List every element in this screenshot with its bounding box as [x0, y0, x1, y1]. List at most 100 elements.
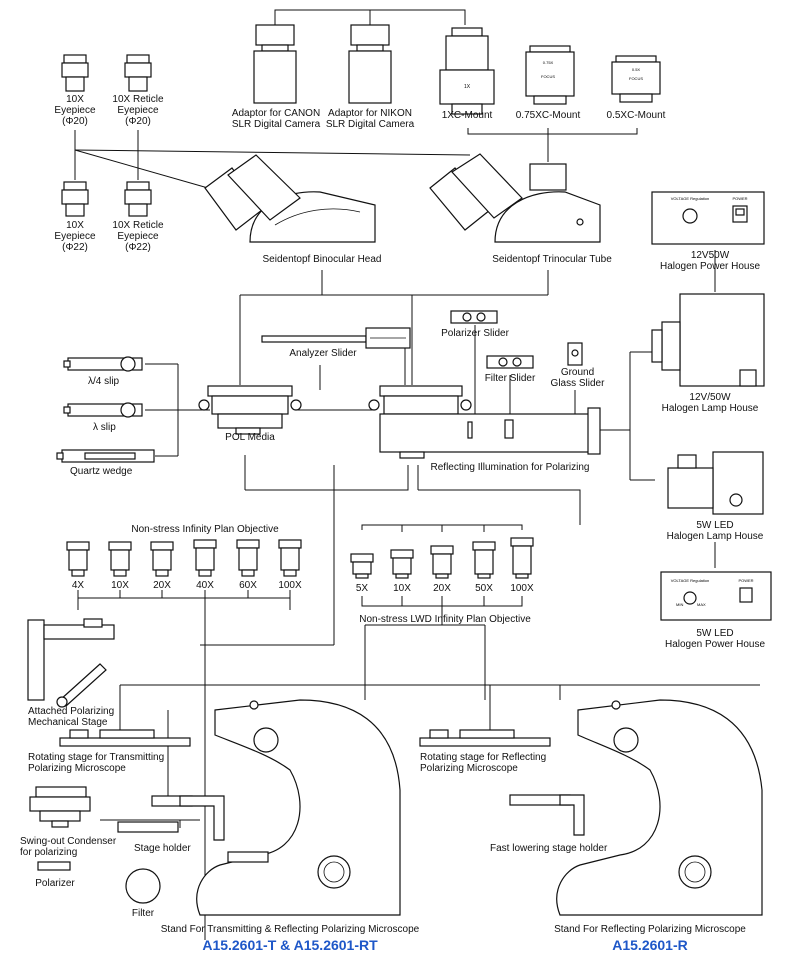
label-lwd-100x: 100X	[510, 583, 534, 594]
mount-075x-focus-marking: FOCUS	[541, 74, 555, 79]
label-attached-stage: Attached Polarizing Mechanical Stage	[28, 706, 115, 728]
min-marking-5w: MIN	[676, 602, 683, 607]
label-adaptor-canon: Adaptor for CANON SLR Digital Camera	[231, 108, 321, 130]
label-mount-075x: 0.75XC-Mount	[515, 110, 581, 121]
attached-mechanical-stage[interactable]	[27, 618, 115, 708]
plan-objectives	[66, 539, 302, 577]
label-stand-trans-refl: Stand For Transmitting & Reflecting Pola…	[160, 924, 420, 935]
objective-40x[interactable]	[193, 539, 217, 577]
lwd-objective-20x[interactable]	[430, 545, 454, 579]
nikon-adaptor[interactable]	[348, 24, 392, 104]
mount-05x[interactable]: 0.5X FOCUS	[611, 55, 661, 103]
label-adaptor-nikon: Adaptor for NIKON SLR Digital Camera	[325, 108, 415, 130]
label-plan-20x: 20X	[153, 580, 171, 591]
objective-60x[interactable]	[236, 539, 260, 577]
label-mount-05x: 0.5XC-Mount	[606, 110, 666, 121]
label-mount-1x: 1XC-Mount	[441, 110, 493, 121]
mount-05x-marking: 0.5X	[632, 67, 641, 72]
led-power-house-5w[interactable]: VOLTAGE Regulation POWER MIN MAX	[660, 571, 772, 621]
eyepiece-10x-20[interactable]	[61, 54, 89, 92]
analyzer-slider[interactable]	[261, 327, 411, 349]
polarizer-part[interactable]	[37, 861, 71, 871]
label-plan-10x: 10X	[111, 580, 129, 591]
quartz-wedge[interactable]	[56, 449, 155, 463]
led-lamp-house-5w[interactable]	[667, 451, 764, 515]
label-lambda-slip: λ slip	[93, 422, 116, 433]
label-lwd-objective-title: Non-stress LWD Infinity Plan Objective	[359, 614, 531, 625]
quarter-lambda-slip[interactable]	[63, 356, 143, 372]
reticle-eyepiece-10x-22[interactable]	[124, 181, 152, 217]
label-fast-lowering-holder: Fast lowering stage holder	[490, 843, 608, 854]
stage-holder[interactable]	[117, 795, 225, 841]
lambda-slip[interactable]	[63, 402, 143, 418]
lamp-house-12v50w[interactable]	[651, 293, 765, 387]
objective-10x[interactable]	[108, 541, 132, 577]
max-marking-5w: MAX	[697, 602, 706, 607]
filter-slider[interactable]	[486, 355, 534, 369]
label-reticle-10x-22: 10X Reticle Eyepiece (Φ22)	[112, 220, 164, 253]
canon-adaptor[interactable]	[253, 24, 297, 104]
binocular-head[interactable]	[204, 154, 376, 243]
reflecting-illumination[interactable]	[368, 385, 601, 459]
eyepiece-10x-22[interactable]	[61, 181, 89, 217]
rotating-stage-reflecting[interactable]	[419, 729, 551, 747]
label-binocular-head: Seidentopf Binocular Head	[262, 254, 382, 265]
label-led-lamp-5w: 5W LED Halogen Lamp House	[666, 520, 764, 542]
filter-part[interactable]	[125, 868, 161, 904]
voltage-marking-5w: VOLTAGE Regulation	[671, 578, 710, 583]
label-pol-media: POL Media	[225, 432, 275, 443]
fast-lowering-holder[interactable]	[509, 794, 585, 836]
voltage-marking-12v: VOLTAGE Regulation	[671, 196, 710, 201]
rotating-stage-transmitting[interactable]	[59, 729, 191, 747]
stand-reflecting[interactable]	[556, 699, 763, 916]
label-stand-refl: Stand For Reflecting Polarizing Microsco…	[554, 924, 746, 935]
label-plan-100x: 100X	[278, 580, 302, 591]
label-eyepiece-10x-22: 10X Eyepiece (Φ22)	[54, 220, 96, 253]
stand-transmitting-reflecting[interactable]	[196, 699, 401, 916]
polarizer-slider[interactable]	[450, 310, 498, 324]
label-plan-4x: 4X	[71, 580, 85, 591]
lwd-objective-100x[interactable]	[510, 537, 534, 579]
label-plan-60x: 60X	[239, 580, 257, 591]
lwd-objectives	[350, 537, 534, 579]
label-polarizer: Polarizer	[35, 878, 75, 889]
label-power-12v50w: 12V50W Halogen Power House	[659, 250, 761, 272]
label-swing-out-condenser: Swing-out Condenser for polarizing	[20, 836, 117, 858]
label-plan-40x: 40X	[196, 580, 214, 591]
model-trans-refl: A15.2601-T & A15.2601-RT	[202, 937, 378, 953]
objective-20x[interactable]	[150, 541, 174, 577]
label-plan-objective-title: Non-stress Infinity Plan Objective	[131, 524, 279, 535]
label-rotating-stage-trans: Rotating stage for Transmitting Polarizi…	[28, 752, 165, 774]
model-refl: A15.2601-R	[612, 937, 688, 953]
label-filter-slider: Filter Slider	[484, 373, 536, 384]
trinocular-tube[interactable]	[429, 153, 601, 243]
pol-media[interactable]	[198, 385, 302, 435]
ground-glass-slider[interactable]	[567, 342, 583, 366]
swing-out-condenser[interactable]	[29, 786, 91, 828]
lwd-objective-50x[interactable]	[472, 541, 496, 579]
connector-lines	[54, 9, 760, 940]
objective-100x[interactable]	[278, 539, 302, 577]
label-lwd-5x: 5X	[355, 583, 369, 594]
label-lwd-50x: 50X	[475, 583, 493, 594]
label-filter: Filter	[131, 908, 155, 919]
lwd-objective-10x[interactable]	[390, 549, 414, 579]
mount-075x[interactable]: 0.75X FOCUS	[525, 45, 575, 105]
label-lwd-10x: 10X	[393, 583, 411, 594]
label-lwd-20x: 20X	[433, 583, 451, 594]
label-quartz-wedge: Quartz wedge	[70, 466, 133, 477]
mount-1x-marking: 1X	[464, 84, 471, 90]
mount-1x[interactable]: 1X	[439, 27, 495, 115]
reticle-eyepiece-10x-20[interactable]	[124, 54, 152, 92]
label-ground-glass-slider: Ground Glass Slider	[550, 367, 605, 389]
label-stage-holder: Stage holder	[134, 843, 191, 854]
objective-4x[interactable]	[66, 541, 90, 577]
label-quarter-lambda-slip: λ/4 slip	[88, 376, 120, 387]
label-analyzer-slider: Analyzer Slider	[289, 348, 357, 359]
power-house-12v50w[interactable]: VOLTAGE Regulation POWER	[651, 191, 765, 245]
label-trinocular-tube: Seidentopf Trinocular Tube	[492, 254, 612, 265]
lwd-objective-5x[interactable]	[350, 553, 374, 579]
label-led-power-5w: 5W LED Halogen Power House	[664, 628, 766, 650]
label-reflecting-illumination: Reflecting Illumination for Polarizing	[430, 462, 590, 473]
